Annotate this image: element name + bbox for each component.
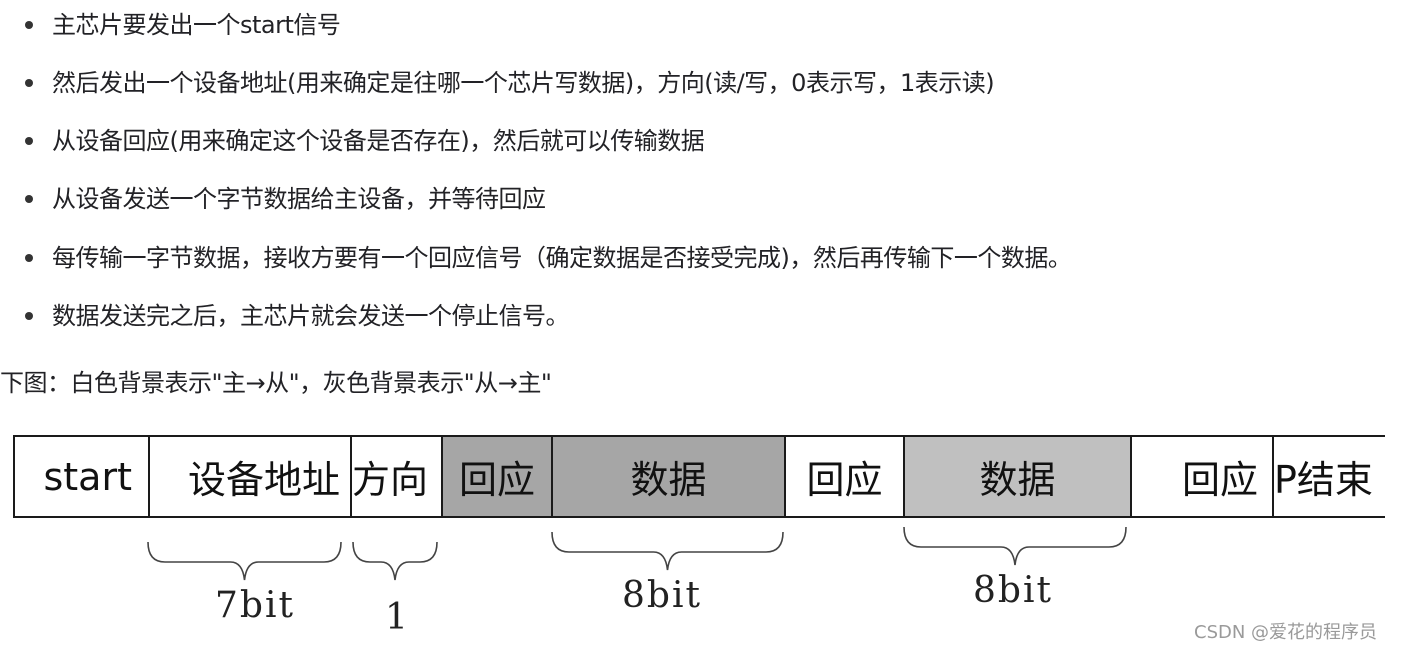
bullet-dot-icon [25,137,33,145]
frame-cell: P结束 [1274,437,1387,516]
curly-brace-icon [551,530,784,572]
list-item-text: 数据发送完之后，主芯片就会发送一个停止信号。 [52,302,570,330]
curly-brace-icon [147,540,342,582]
brace-label: 8bit [622,575,702,616]
frame-cell: 回应 [786,437,905,516]
frame-cell-label: P结束 [1274,458,1373,502]
list-item-text: 主芯片要发出一个start信号 [52,11,341,39]
watermark: CSDN @爱花的程序员 [1194,622,1378,643]
list-item-text: 从设备回应(用来确定这个设备是否存在)，然后就可以传输数据 [52,127,705,155]
frame-cell: 数据 [905,437,1132,516]
list-item-text: 每传输一字节数据，接收方要有一个回应信号（确定数据是否接受完成)，然后再传输下一… [52,244,1072,272]
list-item-text: 然后发出一个设备地址(用来确定是往哪一个芯片写数据)，方向(读/写，0表示写，1… [52,69,995,97]
bullet-dot-icon [25,21,33,29]
diagram-caption: 下图：白色背景表示"主→从"，灰色背景表示"从→主" [0,369,552,397]
frame-cell: 数据 [553,437,786,516]
frame-cell: 回应 [443,437,553,516]
list-item: 每传输一字节数据，接收方要有一个回应信号（确定数据是否接受完成)，然后再传输下一… [25,243,1072,273]
brace-label: 8bit [973,570,1053,611]
frame-cell: 方向 [352,437,443,516]
list-item: 然后发出一个设备地址(用来确定是往哪一个芯片写数据)，方向(读/写，0表示写，1… [25,68,995,98]
list-item: 数据发送完之后，主芯片就会发送一个停止信号。 [25,301,570,331]
bullet-dot-icon [25,195,33,203]
bullet-dot-icon [25,312,33,320]
curly-brace-icon [352,540,438,582]
frame-cell-label: 设备地址 [187,458,340,502]
list-item-text: 从设备发送一个字节数据给主设备，并等待回应 [52,185,546,213]
frame-cell: start [15,437,150,516]
bullet-dot-icon [25,254,33,262]
frame-cell-label: 数据 [630,458,707,502]
list-item: 从设备发送一个字节数据给主设备，并等待回应 [25,184,546,214]
frame-cell: 回应 [1132,437,1274,516]
frame-cell-label: 回应 [458,458,535,502]
bullet-dot-icon [25,79,33,87]
brace-label: 1 [385,597,410,638]
curly-brace-icon [903,525,1127,567]
brace-label: 7bit [215,585,295,626]
list-item: 从设备回应(用来确定这个设备是否存在)，然后就可以传输数据 [25,126,705,156]
list-item: 主芯片要发出一个start信号 [25,10,341,40]
frame-cell-label: 回应 [806,458,883,502]
frame-cell-label: 回应 [1181,458,1258,502]
frame-cell-label: 方向 [352,458,429,502]
frame-cell-label: start [43,454,132,499]
frame-cell-label: 数据 [979,458,1056,502]
frame-cell: 设备地址 [150,437,352,516]
